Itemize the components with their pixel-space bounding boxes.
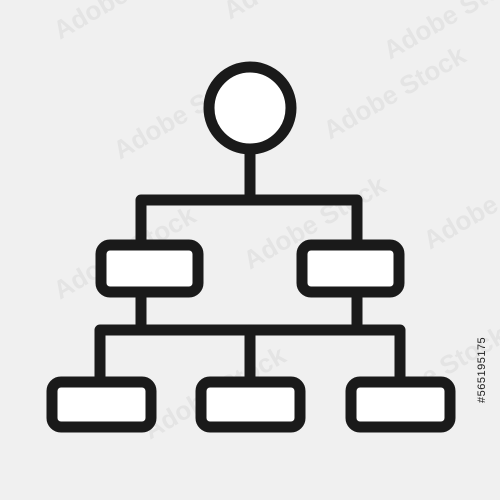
root-node-circle — [203, 61, 297, 155]
hierarchy-structure-icon — [46, 61, 456, 433]
level-2-connector — [135, 194, 363, 251]
left-mid-node — [95, 239, 204, 298]
bottom-left-node — [46, 376, 157, 433]
right-mid-node — [296, 239, 405, 298]
bottom-right-node — [345, 376, 456, 433]
bottom-center-node — [195, 376, 306, 433]
stock-id-label: #565195175 — [476, 336, 488, 404]
